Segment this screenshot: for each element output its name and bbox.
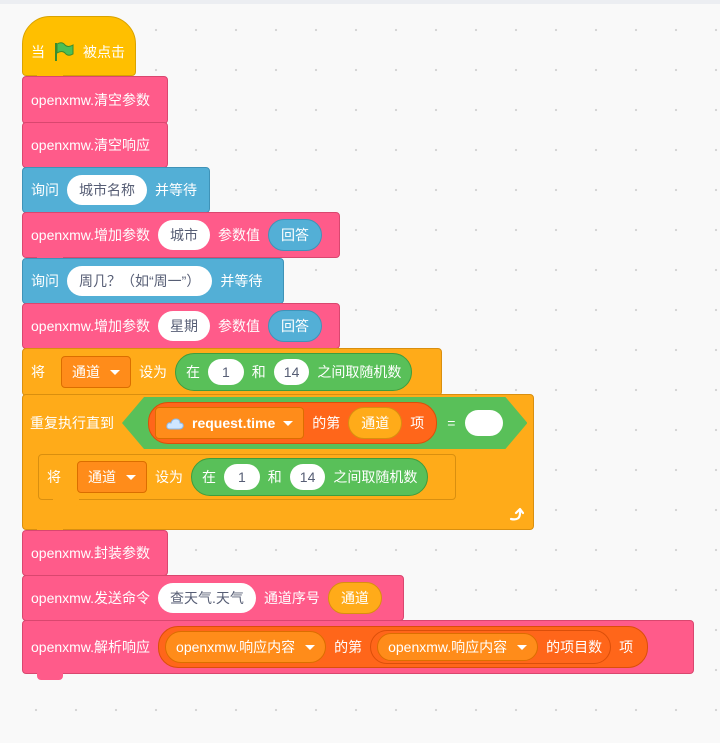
random-block[interactable]: 在 1 和 14 之间取随机数	[175, 353, 413, 391]
loop-arrow-icon	[508, 507, 525, 523]
variable-dropdown-2[interactable]: 通道	[77, 461, 147, 493]
variable-name-2: 通道	[88, 469, 116, 485]
equals-right-input[interactable]	[465, 410, 503, 436]
answer-reporter-2[interactable]: 回答	[268, 310, 323, 342]
set-label: 将	[31, 364, 45, 380]
pack-params-block[interactable]: openxmw.封装参数	[22, 530, 168, 582]
item-count-label: 的项目数	[546, 639, 603, 655]
repeat-label: 重复执行直到	[30, 415, 114, 431]
response-item-block[interactable]: openxmw.响应内容 的第 openxmw.响应内容 的项目数 项	[158, 626, 649, 668]
response-dropdown-2[interactable]: openxmw.响应内容	[377, 633, 539, 661]
clear-response-label: openxmw.清空响应	[31, 137, 151, 153]
random-and-label-2: 和	[267, 469, 282, 485]
when-flag-clicked-block[interactable]: 当 被点击	[22, 16, 136, 82]
equals-condition[interactable]: request.time 的第 通道 项 =	[122, 397, 527, 449]
response-content-label: openxmw.响应内容	[176, 639, 296, 655]
item-label: 项	[410, 415, 425, 431]
add-param-label: openxmw.增加参数	[31, 227, 151, 243]
response-dropdown[interactable]: openxmw.响应内容	[165, 631, 327, 663]
random-from-input[interactable]: 1	[208, 359, 244, 385]
parse-nth-label: 的第	[334, 639, 363, 655]
ask-wait-label-2: 并等待	[220, 273, 263, 289]
param-key-input[interactable]: 城市	[158, 220, 211, 250]
answer-reporter[interactable]: 回答	[268, 219, 323, 251]
param-value-label: 参数值	[218, 227, 261, 243]
random-from-input-2[interactable]: 1	[224, 464, 260, 490]
ask-weekday-block[interactable]: 询问 周几？（如“周一”） 并等待	[22, 258, 284, 310]
ask-city-block[interactable]: 询问 城市名称 并等待	[22, 167, 210, 219]
when-label: 当	[31, 44, 45, 60]
ask-label: 询问	[31, 182, 59, 198]
chevron-down-icon	[283, 421, 293, 426]
chevron-down-icon	[126, 474, 136, 480]
ask-label-2: 询问	[31, 273, 59, 289]
random-block-2[interactable]: 在 1 和 14 之间取随机数	[191, 458, 429, 496]
nth-label: 的第	[312, 415, 341, 431]
response-content-label-2: openxmw.响应内容	[388, 639, 508, 655]
add-param-label-2: openxmw.增加参数	[31, 318, 151, 334]
clear-response-block[interactable]: openxmw.清空响应	[22, 122, 168, 174]
set-to-label: 设为	[139, 364, 167, 380]
clicked-label: 被点击	[83, 44, 125, 60]
command-input[interactable]: 查天气.天气	[158, 583, 256, 613]
clear-params-label: openxmw.清空参数	[31, 92, 151, 108]
chevron-down-icon	[305, 644, 316, 650]
set-channel-block-2[interactable]: 将 通道 设为 在 1 和 14 之间取随机数	[38, 454, 456, 506]
random-to-input-2[interactable]: 14	[289, 464, 326, 490]
set-to-label-2: 设为	[155, 469, 183, 485]
parse-item-label: 项	[619, 639, 634, 655]
green-flag-icon	[53, 42, 75, 62]
add-param-city-block[interactable]: openxmw.增加参数 城市 参数值 回答	[22, 212, 340, 264]
set-label-2: 将	[47, 469, 61, 485]
set-channel-block[interactable]: 将 通道 设为 在 1 和 14 之间取随机数	[22, 348, 442, 402]
equals-label: =	[447, 415, 456, 431]
send-label: openxmw.发送命令	[31, 590, 151, 606]
request-time-dropdown[interactable]: request.time	[155, 407, 304, 439]
request-time-label: request.time	[192, 415, 276, 431]
clear-params-block[interactable]: openxmw.清空参数	[22, 76, 168, 130]
random-and-label: 和	[251, 364, 266, 380]
cloud-icon	[166, 417, 184, 429]
pack-params-label: openxmw.封装参数	[31, 545, 151, 561]
parse-label: openxmw.解析响应	[31, 639, 151, 655]
param-value-label-2: 参数值	[218, 318, 261, 334]
add-param-weekday-block[interactable]: openxmw.增加参数 星期 参数值 回答	[22, 303, 340, 355]
parse-response-block[interactable]: openxmw.解析响应 openxmw.响应内容 的第 openxmw.响应内…	[22, 620, 694, 680]
chevron-down-icon	[517, 644, 528, 650]
random-suffix-label-2: 之间取随机数	[333, 469, 418, 485]
random-in-label: 在	[186, 364, 200, 380]
request-time-item-block[interactable]: request.time 的第 通道 项	[148, 402, 437, 444]
channel-reporter[interactable]: 通道	[348, 407, 402, 439]
variable-dropdown[interactable]: 通道	[61, 356, 131, 388]
variable-name: 通道	[72, 364, 100, 380]
repeat-header: 重复执行直到 request.time 的第 通道 项 =	[22, 394, 534, 452]
param-key-input-2[interactable]: 星期	[158, 311, 211, 341]
response-count-block[interactable]: openxmw.响应内容 的项目数	[370, 630, 612, 664]
chevron-down-icon	[110, 369, 120, 375]
top-edge	[0, 0, 720, 4]
random-in-label-2: 在	[202, 469, 216, 485]
ask-city-input[interactable]: 城市名称	[67, 175, 147, 205]
ask-weekday-input[interactable]: 周几？（如“周一”）	[67, 266, 213, 296]
random-suffix-label: 之间取随机数	[317, 364, 402, 380]
ask-wait-label: 并等待	[155, 182, 197, 198]
send-command-block[interactable]: openxmw.发送命令 查天气.天气 通道序号 通道	[22, 575, 404, 627]
random-to-input[interactable]: 14	[273, 359, 310, 385]
channel-reporter-2[interactable]: 通道	[327, 582, 382, 614]
channel-no-label: 通道序号	[263, 590, 320, 606]
